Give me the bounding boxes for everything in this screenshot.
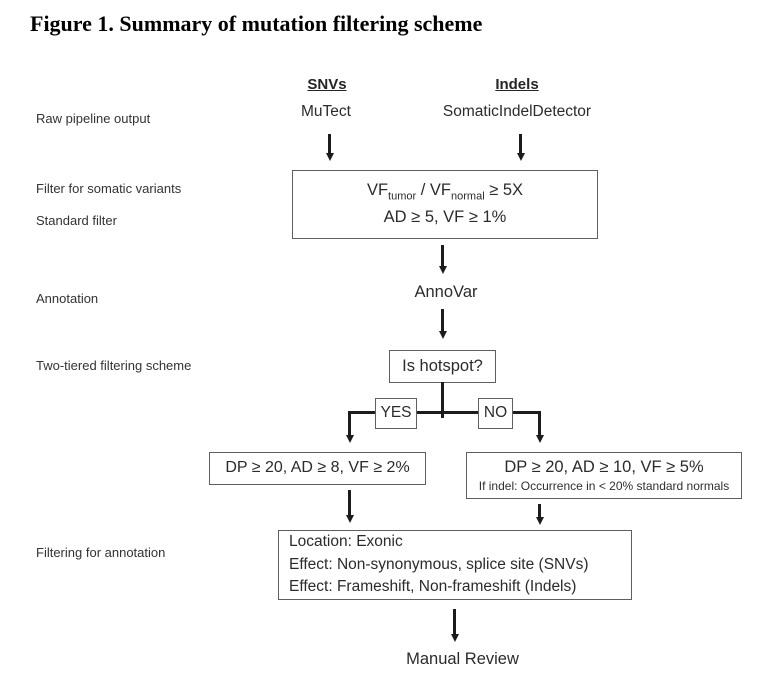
non-hotspot-filter-line2: If indel: Occurrence in < 20% standard n…: [478, 479, 730, 494]
figure-title: Figure 1. Summary of mutation filtering …: [30, 11, 483, 36]
somatic-filter-line1: VFtumor / VFnormal ≥ 5X: [367, 178, 523, 205]
arrow-hotspot-to-annotation-icon: [348, 490, 351, 515]
tumor-subscript: tumor: [388, 190, 417, 203]
branch-no-box: NO: [478, 398, 513, 429]
vf-normal-text: / VF: [416, 181, 452, 200]
connector-hotspot-stub: [441, 382, 444, 418]
branch-yes-box: YES: [375, 398, 417, 429]
arrow-to-manual-review-icon: [453, 609, 456, 634]
stage-label-raw-pipeline-output: Raw pipeline output: [36, 111, 151, 126]
connector-yes-arm: [348, 411, 377, 414]
non-hotspot-filter-box: DP ≥ 20, AD ≥ 10, VF ≥ 5% If indel: Occu…: [466, 452, 742, 499]
connector-center-bar: [416, 411, 480, 414]
branch-no-text: NO: [483, 404, 508, 422]
non-hotspot-filter-line1: DP ≥ 20, AD ≥ 10, VF ≥ 5%: [504, 457, 704, 476]
hotspot-question-box: Is hotspot?: [389, 350, 496, 383]
annotation-filter-line1: Location: Exonic: [289, 533, 403, 551]
hotspot-filter-box: DP ≥ 20, AD ≥ 8, VF ≥ 2%: [209, 452, 426, 485]
annotation-filter-box: Location: Exonic Effect: Non-synonymous,…: [278, 530, 632, 600]
standard-filter-line: AD ≥ 5, VF ≥ 1%: [383, 208, 507, 227]
hotspot-question-text: Is hotspot?: [402, 356, 483, 375]
stage-label-annotation: Annotation: [36, 291, 99, 306]
hotspot-filter-text: DP ≥ 20, AD ≥ 8, VF ≥ 2%: [225, 459, 410, 477]
column-header-snvs: SNVs: [307, 76, 347, 93]
vf-tumor-text: VF: [366, 181, 389, 200]
node-manual-review: Manual Review: [406, 650, 519, 668]
stage-label-standard-filter: Standard filter: [36, 213, 117, 228]
branch-yes-text: YES: [380, 404, 412, 422]
node-annovar: AnnoVar: [414, 283, 478, 301]
arrow-annovar-to-hotspot-icon: [441, 309, 444, 331]
arrow-yes-drop-icon: [348, 411, 351, 435]
annotation-filter-line3: Effect: Frameshift, Non-frameshift (Inde…: [289, 578, 577, 596]
arrow-mutect-to-filter-icon: [328, 134, 331, 153]
somatic-filter-box: VFtumor / VFnormal ≥ 5X AD ≥ 5, VF ≥ 1%: [292, 170, 598, 239]
threshold-5x-text: ≥ 5X: [484, 181, 524, 200]
arrow-no-drop-icon: [538, 411, 541, 435]
stage-label-two-tiered-filtering: Two-tiered filtering scheme: [36, 358, 192, 373]
node-somaticindeldetector: SomaticIndelDetector: [442, 103, 592, 120]
arrow-filter-to-annovar-icon: [441, 245, 444, 266]
node-mutect: MuTect: [301, 103, 351, 120]
arrow-nonhotspot-to-annotation-icon: [538, 504, 541, 517]
stage-label-filtering-for-annotation: Filtering for annotation: [36, 545, 166, 560]
annotation-filter-line2: Effect: Non-synonymous, splice site (SNV…: [289, 555, 589, 573]
stage-label-filter-somatic-variants: Filter for somatic variants: [36, 181, 182, 196]
connector-no-arm: [511, 411, 541, 414]
normal-subscript: normal: [451, 190, 485, 203]
arrow-indeldetector-to-filter-icon: [519, 134, 522, 153]
column-header-indels: Indels: [495, 76, 539, 93]
